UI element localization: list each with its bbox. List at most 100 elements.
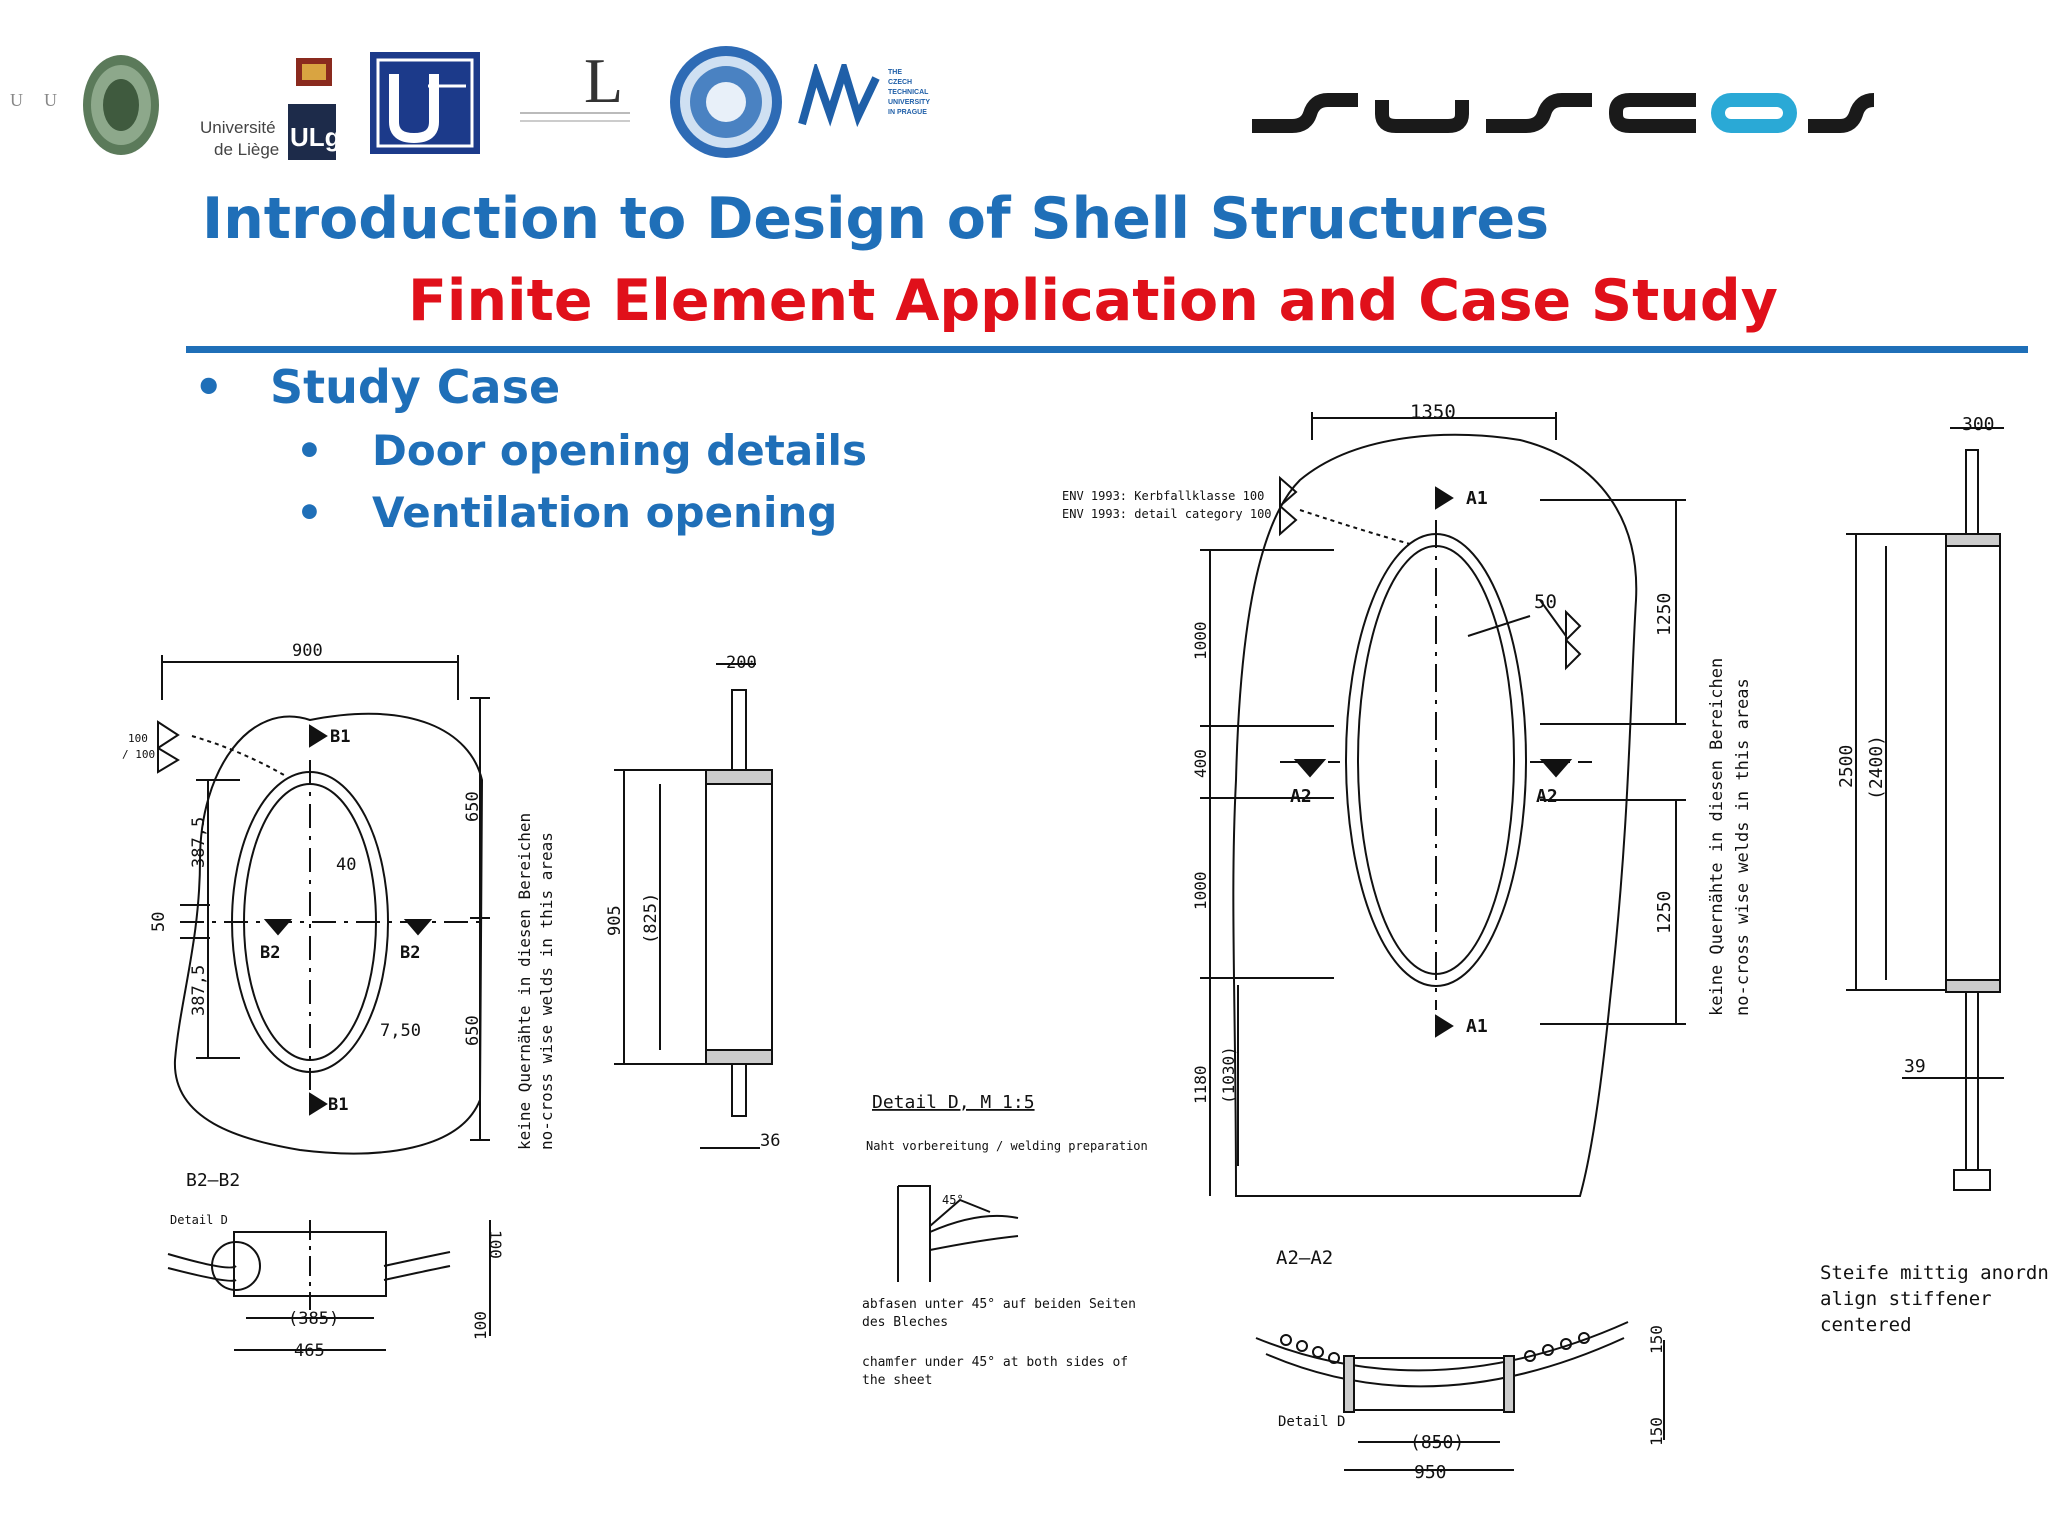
large-dim-base: 1180 [1191, 1065, 1210, 1104]
stiffener-note-2: align stiffener [1820, 1288, 1992, 1310]
partner-letter-u-2: U [44, 90, 57, 110]
small-detail-class-1: 100 [128, 732, 148, 745]
universite-de-liege-logo: Université de Liège ULg [190, 56, 350, 166]
liege-mark: ULg [290, 122, 341, 152]
a2a2-dim-top: 150 [1647, 1325, 1666, 1354]
stiffener-dim-inner: (2400) [1866, 735, 1887, 800]
b2b2-dim-outer: 465 [294, 1341, 325, 1361]
logo-bar: U U Université de Liège ULg L [0, 40, 2048, 170]
detail-d-prep: Naht vorbereitung / welding preparation [866, 1139, 1148, 1153]
small-outline [173, 712, 484, 1155]
section-b2-right-arrow-icon [403, 919, 433, 936]
large-note-de: keine Quernähte in diesen Bereichen [1707, 658, 1727, 1016]
large-dim-width: 1350 [1410, 401, 1456, 423]
partner-l-logo: L [520, 45, 640, 132]
university-seal-blue-logo [670, 46, 782, 158]
large-dim-lower: 1250 [1654, 891, 1675, 934]
small-detail-class-2: / 100 [122, 748, 155, 761]
ring-dim-thickness: 36 [760, 1131, 780, 1151]
liege-name-line-1: Université [200, 118, 276, 137]
a2a2-detail-label: Detail D [1278, 1414, 1345, 1430]
detail-d-note-de: abfasen unter 45° auf beiden Seiten des … [862, 1297, 1136, 1330]
sub-bullet-dot-icon-2: • [296, 488, 323, 537]
sub-bullet-door: • Door opening details [296, 426, 867, 475]
partner-letter-u: U [10, 90, 23, 110]
partner-letter-l: L [584, 45, 624, 116]
small-dim-width: 900 [292, 641, 323, 661]
small-dim-lower: 650 [463, 1015, 483, 1046]
prague-name-line-4: UNIVERSITY [888, 99, 931, 106]
large-label-a2-right: A2 [1536, 786, 1558, 807]
section-b2-left-arrow-icon [263, 919, 293, 936]
stiffener-note-3: centered [1820, 1314, 1912, 1336]
sub-bullet-door-label: Door opening details [372, 426, 867, 475]
ring-dim-inner: (825) [641, 893, 661, 944]
sub-bullet-dot-icon: • [296, 426, 323, 475]
large-dim-left-low: 1000 [1191, 871, 1210, 910]
partner-u-logo [370, 52, 480, 154]
small-dim-weld: 7,50 [380, 1021, 421, 1041]
small-dim-387-bottom: 387,5 [189, 965, 209, 1016]
title-divider [186, 346, 2028, 353]
prague-name-line-5: IN PRAGUE [888, 109, 927, 116]
small-dim-gap: 50 [149, 912, 169, 932]
prague-name-line-2: CZECH [888, 79, 913, 86]
small-dim-ring: 40 [336, 855, 356, 875]
stiffener-note-1: Steife mittig anordnen [1820, 1262, 2048, 1284]
large-dim-ring: 50 [1534, 591, 1557, 613]
small-dim-upper: 650 [463, 791, 483, 822]
sub-bullet-ventilation: • Ventilation opening [296, 488, 837, 537]
slide-title: Introduction to Design of Shell Structur… [202, 186, 1550, 252]
liege-name-line-2: de Liège [214, 140, 280, 159]
stiffener-dim-total: 2500 [1836, 745, 1857, 788]
suscos-logo: suscos [1252, 93, 1875, 133]
prague-name-line-1: THE [888, 69, 902, 76]
small-label-b1-bottom: B1 [328, 1095, 348, 1115]
a2a2-dim-bottom: 150 [1647, 1417, 1666, 1446]
small-label-b2-right: B2 [400, 943, 420, 963]
prague-name-line-3: TECHNICAL [888, 89, 929, 96]
b2b2-detail-label: Detail D [170, 1213, 228, 1227]
large-outline [1232, 433, 1638, 1197]
large-dim-upper: 1250 [1654, 593, 1675, 636]
small-label-b2-left: B2 [260, 943, 280, 963]
detail-d-note-en: chamfer under 45° at both sides of the s… [862, 1355, 1129, 1388]
section-b1-bottom-arrow-icon [309, 1092, 328, 1116]
b2b2-dim-top: 100 [486, 1230, 505, 1259]
a2a2-dim-outer: 950 [1414, 1462, 1447, 1483]
small-label-b1-top: B1 [330, 727, 350, 747]
section-a1-bottom-arrow-icon [1435, 1014, 1454, 1038]
large-note-en: no-cross wise welds in this areas [1733, 678, 1753, 1016]
small-note-en: no-cross wise welds in this areas [537, 832, 556, 1150]
a2a2-title: A2–A2 [1276, 1247, 1333, 1269]
section-a1-top-arrow-icon [1435, 486, 1454, 510]
large-label-a2-left: A2 [1290, 786, 1312, 807]
small-dim-387-top: 387,5 [189, 817, 209, 868]
ring-dim-top: 200 [726, 653, 757, 673]
large-dim-base-inner: (1030) [1219, 1046, 1238, 1104]
bullet-study-case: • Study Case [194, 360, 560, 414]
a2a2-dim-inner: (850) [1410, 1432, 1464, 1453]
large-spec-en: ENV 1993: detail category 100 [1062, 507, 1272, 521]
large-label-a1-bottom: A1 [1466, 1016, 1488, 1037]
b2b2-title: B2–B2 [186, 1170, 240, 1191]
slide-subtitle: Finite Element Application and Case Stud… [408, 268, 1778, 334]
b2b2-dim-bottom: 100 [471, 1311, 490, 1340]
large-label-a1-top: A1 [1466, 488, 1488, 509]
stiffener-dim-top: 300 [1962, 414, 1995, 435]
sub-bullet-ventilation-label: Ventilation opening [372, 488, 838, 537]
stiffener-dim-thickness: 39 [1904, 1056, 1926, 1077]
large-dim-left-top: 1000 [1191, 621, 1210, 660]
section-a2-right-arrow-icon [1539, 759, 1573, 778]
b2b2-dim-inner: (385) [288, 1309, 339, 1329]
ring-dim-total: 905 [605, 905, 625, 936]
section-a2-left-arrow-icon [1293, 759, 1327, 778]
bullet-dot-icon: • [194, 360, 224, 414]
bullet-study-case-label: Study Case [270, 360, 561, 414]
detail-d-title: Detail D, M 1:5 [872, 1092, 1035, 1113]
small-note-de: keine Quernähte in diesen Bereichen [515, 813, 534, 1150]
detail-d-angle: 45° [942, 1193, 964, 1207]
large-dim-left-mid: 400 [1191, 749, 1210, 778]
czech-technical-university-logo: THE CZECH TECHNICAL UNIVERSITY IN PRAGUE [796, 64, 956, 144]
